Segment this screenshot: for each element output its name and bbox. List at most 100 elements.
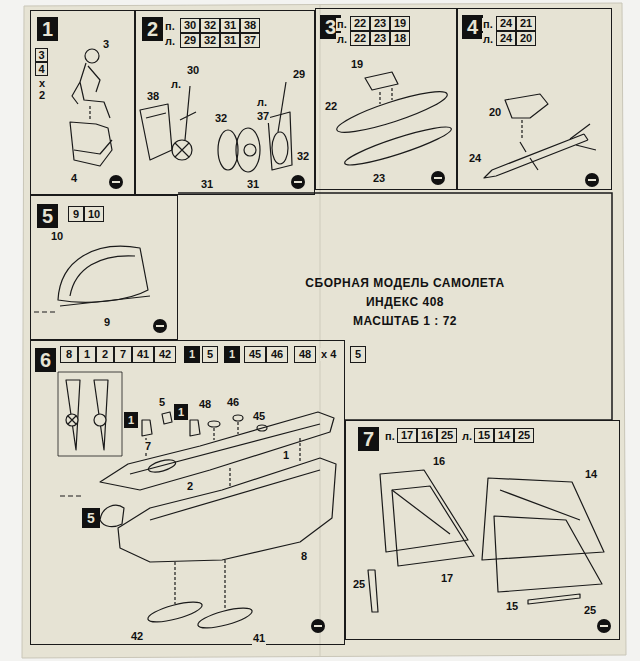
step-number: 6 bbox=[35, 348, 56, 372]
small-part bbox=[233, 415, 243, 421]
wheel-hub bbox=[244, 144, 256, 156]
panel-border bbox=[178, 193, 612, 420]
cockpit-opening bbox=[147, 458, 177, 475]
callout-number: 31 bbox=[246, 178, 260, 191]
step-panel: 7 bbox=[345, 420, 620, 640]
callout-number: 32 bbox=[296, 150, 310, 163]
seat bbox=[70, 122, 112, 166]
part-number-cell: 24 bbox=[496, 16, 516, 31]
wheel-cross bbox=[175, 143, 189, 157]
step-number: 2 bbox=[142, 17, 163, 41]
step2-figure bbox=[140, 82, 292, 172]
part-number-cell: 7 bbox=[114, 346, 132, 363]
part-number-cell: 22 bbox=[350, 16, 370, 31]
pilot-body bbox=[72, 63, 110, 118]
part-number-cell: 3 bbox=[35, 48, 48, 62]
callout-number: 42 bbox=[130, 630, 144, 643]
glue-symbol bbox=[311, 619, 325, 633]
callout-number: л. bbox=[482, 33, 494, 46]
part-number-cell: 22 bbox=[350, 31, 370, 46]
callout-number: 2 bbox=[38, 89, 46, 102]
part-ref-badge: 1 bbox=[224, 346, 240, 363]
callout-number: 23 bbox=[372, 172, 386, 185]
callout-number: 8 bbox=[300, 550, 308, 563]
small-parts bbox=[142, 412, 200, 436]
paper-sheet bbox=[22, 3, 626, 658]
callout-number: 3 bbox=[102, 38, 110, 51]
glue-symbol bbox=[585, 173, 599, 187]
nose-wheel bbox=[172, 140, 192, 160]
intake-ring bbox=[146, 598, 204, 626]
assembly-line bbox=[175, 438, 300, 610]
callout-number: 15 bbox=[505, 600, 519, 613]
missile-pylon bbox=[505, 94, 548, 118]
part-number-cell: 24 bbox=[496, 31, 516, 46]
part-number-cell: 31 bbox=[220, 33, 240, 48]
wing-lower bbox=[494, 516, 602, 592]
glue-symbol bbox=[291, 175, 305, 189]
callout-number: 30 bbox=[186, 64, 200, 77]
part-number-cell: 20 bbox=[516, 31, 536, 46]
wheel-half bbox=[236, 128, 260, 172]
step-number: 7 bbox=[358, 427, 379, 451]
step-number: 4 bbox=[462, 15, 483, 39]
callout-number: x 4 bbox=[320, 348, 337, 361]
callout-number: л. bbox=[170, 78, 182, 91]
callout-number: 16 bbox=[432, 455, 446, 468]
callout-number: п. bbox=[164, 20, 176, 33]
tank-upper-half bbox=[334, 85, 451, 140]
part-number-cell: 8 bbox=[60, 346, 78, 363]
part-number-cell: 29 bbox=[180, 33, 200, 48]
step7-figure bbox=[368, 470, 604, 612]
part-number-cell: 30 bbox=[180, 18, 200, 33]
callout-number: л. bbox=[336, 33, 348, 46]
callout-number: л. bbox=[461, 430, 473, 443]
intake-ring bbox=[196, 604, 254, 632]
flap-strip bbox=[528, 594, 580, 604]
inset-disc bbox=[66, 414, 78, 426]
glue-symbol-bar bbox=[314, 625, 322, 627]
part-number-cell: 19 bbox=[390, 16, 410, 31]
tank-pylon bbox=[365, 72, 398, 90]
part-number-cell: 2 bbox=[96, 346, 114, 363]
callout-number: л. bbox=[256, 96, 268, 109]
callout-number: 7 bbox=[144, 440, 152, 453]
part-number-cell: 17 bbox=[397, 428, 417, 443]
inset-frame bbox=[58, 372, 122, 456]
part-number-cell: 48 bbox=[294, 346, 316, 363]
sheet-subtitle: МАСШТАБ 1 : 72 bbox=[353, 314, 457, 328]
fuselage-lower bbox=[118, 458, 336, 562]
part-number-cell: 5 bbox=[202, 346, 218, 363]
callout-number: 4 bbox=[70, 172, 78, 185]
gear-strut bbox=[278, 82, 286, 132]
part-ref-badge: 1 bbox=[124, 412, 138, 428]
part-number-cell: 21 bbox=[516, 16, 536, 31]
part-number-cell: 32 bbox=[200, 18, 220, 33]
step-number: 5 bbox=[37, 204, 58, 228]
glue-symbol bbox=[597, 619, 611, 633]
part-number-cell: 25 bbox=[514, 428, 534, 443]
part-ref-badge: 5 bbox=[82, 508, 100, 528]
part-number-cell: 31 bbox=[220, 18, 240, 33]
glue-symbol-bar bbox=[600, 625, 608, 627]
gear-door bbox=[268, 112, 292, 170]
fuselage-seam bbox=[150, 470, 320, 520]
glue-symbol-bar bbox=[294, 181, 302, 183]
nose-canopy bbox=[100, 505, 124, 526]
sheet-title: СБОРНАЯ МОДЕЛЬ САМОЛЕТА bbox=[305, 276, 504, 290]
part-number-cell: 45 bbox=[244, 346, 266, 363]
canopy-base bbox=[60, 296, 150, 306]
callout-number: 38 bbox=[146, 90, 160, 103]
missile-fins bbox=[520, 124, 596, 170]
canopy-frame bbox=[70, 256, 135, 296]
callout-number: 10 bbox=[50, 230, 64, 243]
part-number-cell: 37 bbox=[240, 33, 260, 48]
glue-symbols bbox=[109, 171, 611, 633]
callout-number: 20 bbox=[488, 106, 502, 119]
callout-number: 24 bbox=[468, 152, 482, 165]
glue-symbol bbox=[431, 171, 445, 185]
part-number-cell: 46 bbox=[266, 346, 288, 363]
assembly-line bbox=[521, 120, 522, 138]
